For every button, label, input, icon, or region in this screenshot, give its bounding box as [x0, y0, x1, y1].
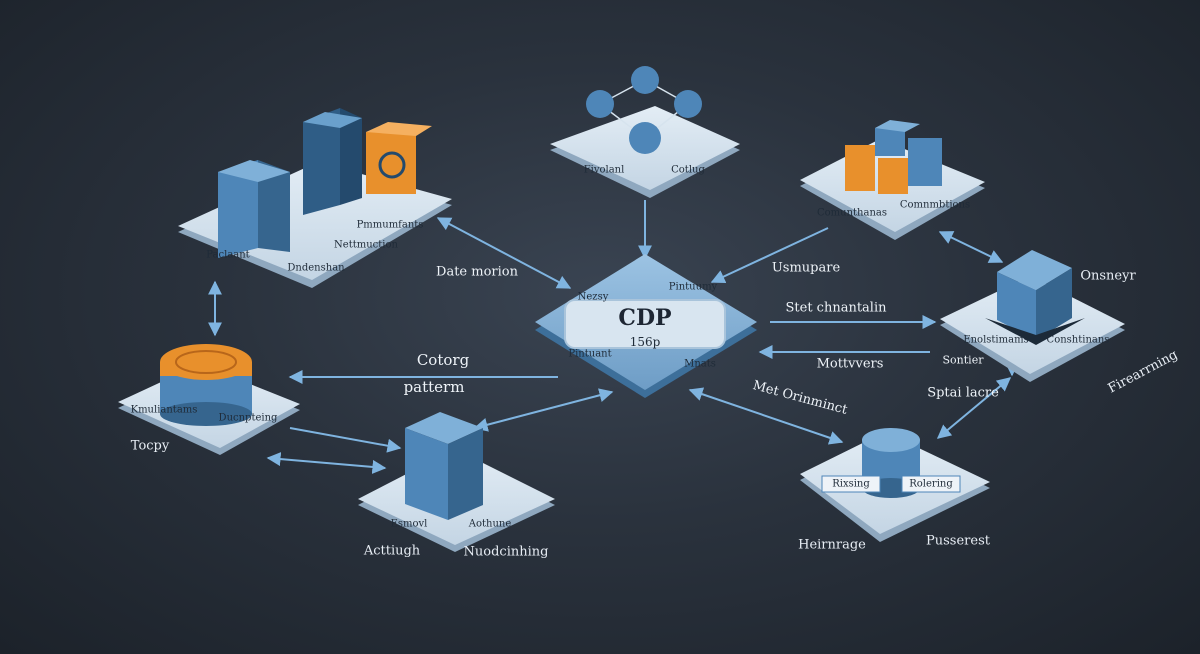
connector-label-mottvvers: Mottvvers [816, 356, 884, 372]
node-tl-label-3: Pmmumfants [356, 219, 424, 231]
node-br-label-2: Rolering [909, 478, 953, 490]
connector-label-data-morion: Date morion [436, 264, 518, 280]
node-tr-label-2: Comnmbtions [899, 199, 971, 211]
node-tl-label-1: Paclaant [206, 249, 250, 261]
node-l-label-1: Kmuliantams [130, 404, 198, 416]
node-bc-label-2: Aothune [468, 518, 512, 530]
node-bc-label-3: Acttiugh [363, 543, 421, 559]
node-br-label-4: Pusserest [926, 533, 990, 549]
node-tc-label-1: Fivolanl [583, 164, 625, 176]
arrow-right-bottomright [936, 377, 1012, 439]
data-cubes-icon [845, 120, 942, 194]
node-r-label-2: Enolstimams [963, 334, 1029, 346]
connector-label-splat: Sptai lacre [927, 385, 999, 401]
connector-label-stet: Stet chnantalin [785, 300, 887, 316]
center-corner-tr: Pintuumy [668, 281, 718, 293]
arrow-left-bottomcenter [266, 452, 387, 474]
center-corner-tl: Nezsy [577, 291, 609, 303]
server-stack-icon [218, 108, 432, 258]
node-tr-label-1: Comunthanas [817, 207, 887, 219]
node-bc-label-4: Nuodcinhing [463, 544, 549, 560]
arrow-center-bottomcenter [473, 388, 614, 432]
center-corner-br: Mnats [684, 358, 716, 370]
node-r-label-3: Conshtinans [1046, 334, 1110, 346]
arrow-left-bottomcenter-2 [289, 427, 402, 453]
node-tl-label-2: Dndenshan [287, 262, 345, 274]
node-r-label-5: Sontier [942, 353, 984, 367]
processing-box-icon [405, 412, 483, 520]
center-subtitle: 156p [629, 335, 661, 349]
node-r-label-1: Onsneyr [1080, 268, 1136, 284]
arrow-topright-right [938, 231, 1004, 263]
node-br-label-3: Heirnrage [798, 537, 866, 553]
arrow-topright-center [710, 227, 829, 284]
network-nodes-icon [586, 66, 702, 154]
center-corner-bl: Pintuant [568, 348, 612, 360]
center-hub [535, 254, 757, 398]
node-br-label-1: Rixsing [832, 478, 870, 490]
node-tl-label-4: Nettmuction [334, 239, 398, 251]
database-icon [821, 428, 961, 498]
node-l-label-2: Ducnpteing [218, 412, 278, 424]
cube-icon [985, 250, 1085, 345]
connector-label-unsupere: Usmupare [771, 260, 841, 276]
storage-stack-icon [160, 344, 252, 426]
connector-label-cotorg: Cotorg [416, 351, 470, 369]
node-tc-label-2: Cotlug [671, 164, 705, 176]
arrow-center-bottomright [688, 387, 844, 445]
center-title: CDP [618, 305, 672, 331]
arrow-topleft-center [436, 217, 572, 289]
node-l-label-3: Tocpy [130, 438, 170, 454]
connector-label-pattern: patterm [403, 378, 465, 396]
node-bc-label-1: Esmovl [390, 518, 428, 530]
